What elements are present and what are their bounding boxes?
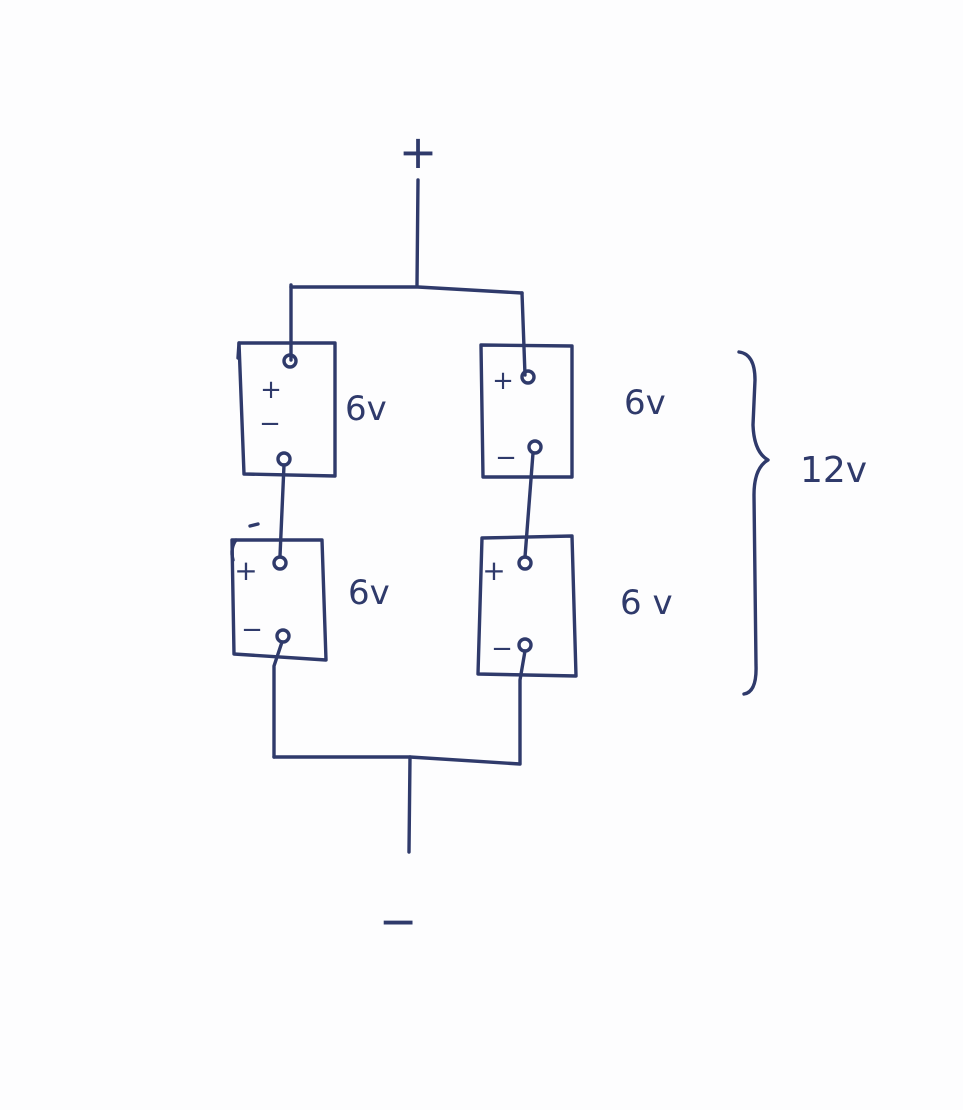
battery-top-left: + − 6v	[236, 341, 387, 478]
battery-top-right-case	[479, 343, 574, 479]
battery-bottom-left-voltage: 6v	[348, 573, 390, 613]
battery-bottom-right: + − 6 v	[476, 534, 673, 678]
battery-top-left-minus-sign: −	[259, 409, 281, 439]
battery-top-right-negative-post	[527, 439, 543, 455]
battery-top-right-minus-sign: −	[495, 443, 517, 473]
battery-bottom-left-case	[230, 538, 328, 662]
positive-lead	[289, 178, 527, 377]
battery-top-right: + − 6v	[479, 343, 666, 479]
series-link-right	[523, 451, 535, 559]
positive-terminal-label: +	[399, 125, 438, 179]
battery-bottom-left-positive-post	[272, 555, 288, 571]
battery-top-left-plus-sign: +	[260, 375, 282, 405]
battery-top-left-negative-post	[276, 451, 292, 467]
series-link-left	[278, 463, 286, 558]
battery-top-right-plus-sign: +	[492, 366, 514, 396]
battery-bottom-right-plus-sign: +	[482, 554, 505, 587]
negative-lead	[272, 640, 527, 854]
battery-bottom-left-minus-sign: −	[241, 615, 263, 645]
battery-bottom-left: + − 6v	[230, 522, 390, 662]
voltage-bracket: 12v	[737, 350, 867, 696]
battery-bottom-left-negative-post	[275, 628, 291, 644]
battery-bottom-right-positive-post	[517, 555, 533, 571]
battery-bottom-right-case	[476, 534, 578, 678]
bracket-voltage-label: 12v	[800, 450, 867, 491]
battery-bottom-right-minus-sign: −	[491, 634, 513, 664]
negative-terminal-mark: −	[379, 894, 418, 948]
battery-top-right-voltage: 6v	[624, 383, 666, 423]
battery-bottom-right-negative-post	[517, 637, 533, 653]
negative-terminal-label: −	[379, 894, 418, 948]
battery-bottom-right-voltage: 6 v	[620, 583, 673, 623]
battery-top-right-positive-post	[520, 369, 536, 385]
battery-bottom-left-plus-sign: +	[234, 554, 257, 587]
battery-top-left-positive-post	[282, 353, 298, 369]
curly-brace	[737, 350, 770, 696]
positive-terminal-mark: +	[399, 125, 438, 179]
battery-top-left-voltage: 6v	[345, 389, 387, 429]
battery-top-left-case	[237, 341, 337, 478]
